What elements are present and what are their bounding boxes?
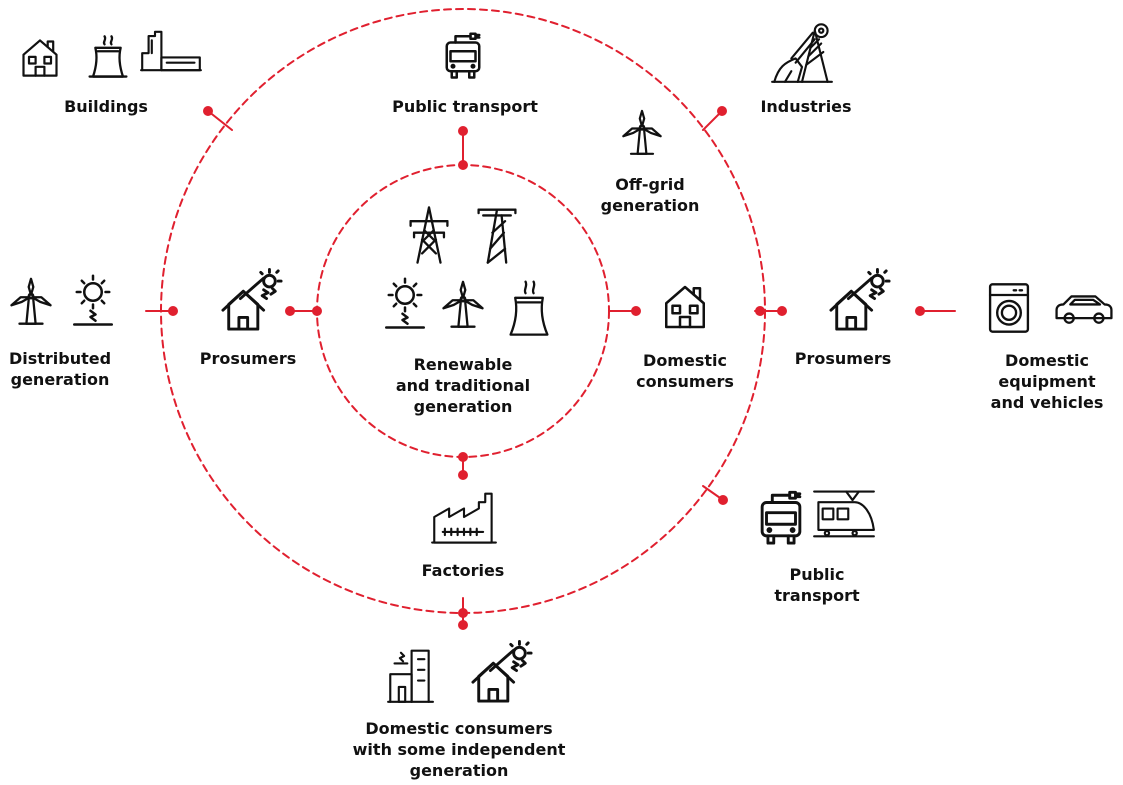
solar-panel-icon: [72, 274, 114, 326]
transmission-tower-icon: [409, 206, 449, 264]
factory-icon: [431, 492, 497, 544]
buildings-label: Buildings: [64, 97, 148, 116]
trolleybus-icon: [445, 32, 481, 79]
solar-house-icon: [221, 268, 283, 331]
factories-label: Factories: [421, 561, 505, 580]
cooling-tower-icon: [509, 280, 549, 336]
solar-building-icon: [387, 649, 435, 703]
solar-house-icon: [829, 268, 891, 331]
car-icon: [1055, 295, 1113, 324]
prosumers-left-label: Prosumers: [199, 349, 297, 368]
wind-turbine-icon: [441, 280, 485, 329]
power-plant-icon: [88, 35, 128, 78]
train-icon: [813, 490, 875, 538]
wind-turbine-icon: [10, 277, 52, 326]
house-icon: [22, 39, 58, 77]
connectors: [145, 106, 956, 630]
prosumers-right-label: Prosumers: [794, 349, 892, 368]
factory-building-icon: [139, 30, 203, 72]
public-transport-top-label: Public transport: [392, 97, 538, 116]
solar-house-icon: [471, 640, 533, 703]
house-icon: [665, 285, 705, 329]
industries-label: Industries: [760, 97, 852, 116]
mining-icon: [771, 23, 833, 83]
wind-turbine-icon: [621, 109, 663, 156]
power-pylon-icon: [477, 208, 517, 264]
solar-panel-icon: [384, 277, 426, 329]
washing-machine-icon: [988, 283, 1030, 333]
trolleybus-icon: [760, 490, 802, 545]
